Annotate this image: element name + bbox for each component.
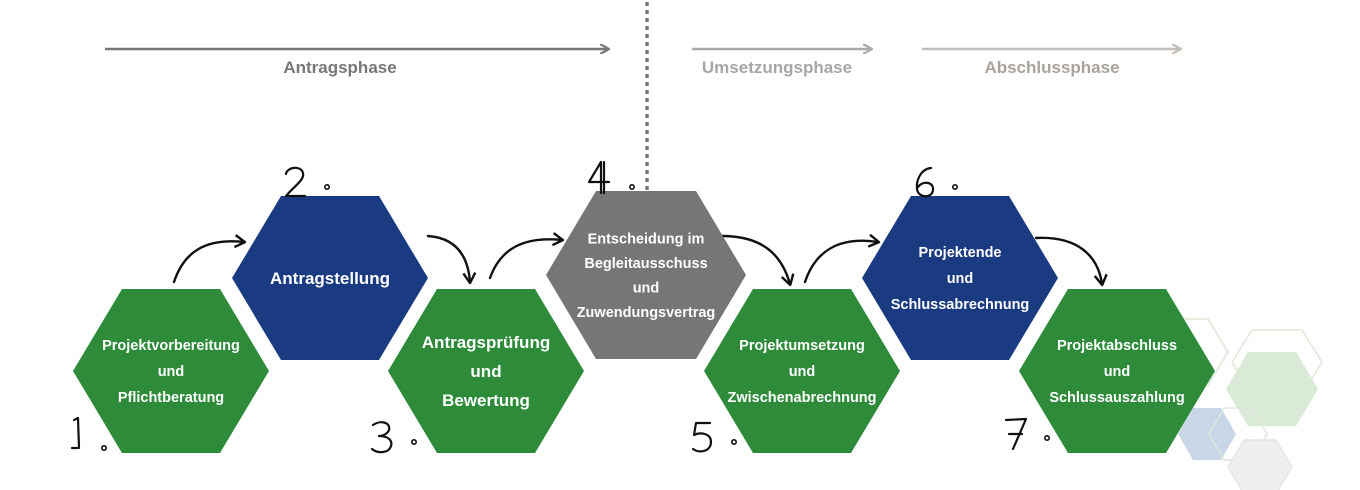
step-4-hexagon (546, 191, 746, 359)
step-6-number-dot (951, 184, 958, 191)
phase-label-abschlussphase: Abschlussphase (984, 58, 1119, 77)
step-5-label-line: Zwischenabrechnung (727, 390, 876, 406)
step-5-label-line: Projektumsetzung (739, 338, 865, 354)
phase-label-umsetzungsphase: Umsetzungsphase (702, 58, 852, 77)
step-4-number-glyph (587, 160, 611, 195)
step-5-number-text: 5. (690, 449, 692, 451)
step-1-number-glyph (70, 416, 81, 450)
step-7-number-glyph (1004, 417, 1028, 451)
step-numbers: 1. 2. 3. 4. 5. 6. 7. (68, 160, 1051, 454)
flow-arrow-2-3 (426, 234, 470, 282)
step-4-number: 4. (586, 160, 611, 195)
flow-arrow-1-2 (172, 241, 244, 284)
step-2-hexagon (232, 196, 428, 360)
step-3-label-line: Antragsprüfung (422, 333, 550, 352)
step-2-number-text: 2. (283, 194, 285, 196)
step-7-number-text: 7. (1004, 445, 1006, 447)
step-5-number: 5. (690, 421, 713, 453)
step-1-number-text: 1. (68, 445, 70, 447)
step-1-label-line: Pflichtberatung (118, 390, 224, 406)
step-7-label-line: Projektabschluss (1057, 338, 1177, 354)
step-1-number: 1. (68, 416, 81, 450)
step-4-label-line: Entscheidung im (588, 231, 705, 247)
step-6-number-text: 6. (913, 194, 915, 196)
flow-arrow-5-6 (803, 241, 878, 284)
deco-hex-blue (1178, 408, 1236, 460)
step-4-number-text: 4. (586, 189, 588, 191)
decorative-hexagons (1139, 318, 1323, 490)
step-3-label-line: Bewertung (442, 391, 530, 410)
phase-bar: Antragsphase Umsetzungsphase Abschlussph… (105, 49, 1180, 77)
step-6-label-line: Projektende (919, 245, 1002, 261)
step-1-hexagon (73, 289, 269, 453)
step-2-number-dot (323, 184, 330, 191)
flow-arrow-6-7 (1034, 236, 1102, 284)
step-5-hexagon (704, 289, 900, 453)
step-7-number-dot (1044, 434, 1051, 441)
flow-arrow-3-4 (488, 239, 562, 280)
step-6-number: 6. (913, 166, 935, 198)
step-6-label-line: und (947, 271, 974, 287)
step-7-number: 7. (1004, 417, 1028, 451)
step-4-number-dot (628, 184, 635, 191)
step-1-label-line: Projektvorbereitung (102, 338, 240, 354)
deco-hex-green (1226, 352, 1318, 426)
step-4-label-line: und (633, 280, 660, 296)
step-2-number: 2. (283, 166, 307, 198)
step-2-label-line: Antragstellung (270, 269, 390, 288)
step-2: Antragstellung (232, 196, 428, 360)
flow-arrow-4-5 (720, 234, 790, 284)
step-4-label-line: Begleitausschuss (584, 256, 707, 272)
step-5-number-glyph (691, 421, 713, 453)
step-4: Entscheidung im Begleitausschuss undZuwend… (546, 191, 746, 359)
step-1-label-line: und (158, 364, 185, 380)
step-3-hexagon (388, 289, 584, 453)
step-1-number-dot (101, 444, 108, 451)
step-4-label-line: Zuwendungsvertrag (577, 305, 716, 321)
deco-hex-outline (1227, 439, 1293, 490)
step-5-number-dot (730, 438, 737, 445)
step-3-number: 3. (370, 421, 393, 454)
step-3-label-line: und (470, 362, 501, 381)
step-5-label-line: und (789, 364, 816, 380)
step-3-number-dot (410, 438, 417, 445)
step-6-hexagon (862, 196, 1058, 360)
step-7-label-line: Schlussauszahlung (1049, 390, 1184, 406)
step-2-number-glyph (284, 166, 307, 198)
flow-arrows (172, 234, 1102, 284)
step-6-number-glyph (915, 166, 935, 198)
phase-label-antragsphase: Antragsphase (283, 58, 396, 77)
step-6-label-line: Schlussabrechnung (891, 297, 1030, 313)
step-3-number-glyph (370, 421, 393, 454)
step-7-hexagon (1019, 289, 1215, 453)
step-7-label-line: und (1104, 364, 1131, 380)
